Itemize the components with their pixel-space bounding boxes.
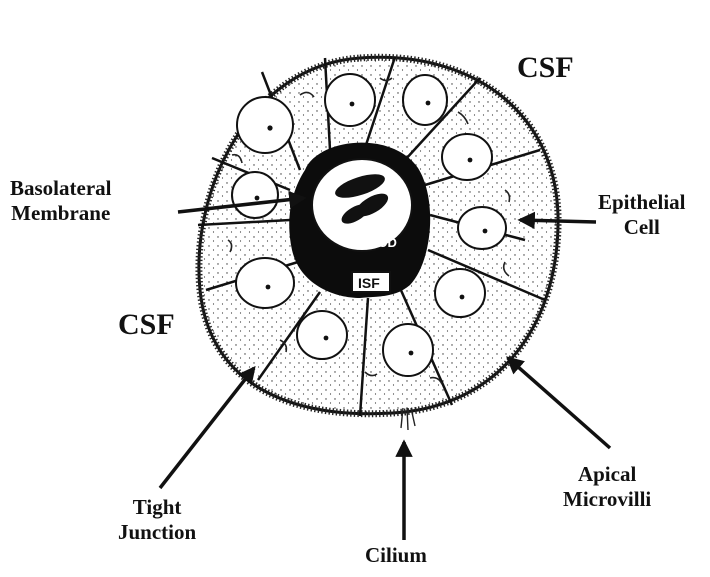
basolateral-membrane-label: Basolateral Membrane — [10, 176, 111, 226]
isf-label: ISF — [358, 275, 380, 291]
cilium-label: Cilium — [365, 543, 427, 568]
epithelial-cell-arrow — [520, 220, 596, 222]
basolateral-line-1: Basolateral — [10, 176, 111, 201]
csf-left-label: CSF — [118, 307, 175, 342]
epithelial-line-1: Epithelial — [598, 190, 686, 215]
blood-label: BLOOD — [350, 235, 397, 250]
epithelial-line-2: Cell — [598, 215, 686, 240]
epithelial-cell-label: Epithelial Cell — [598, 190, 686, 240]
tight-junction-line-2: Junction — [118, 520, 196, 545]
apical-line-1: Apical — [563, 462, 651, 487]
apical-line-2: Microvilli — [563, 487, 651, 512]
tight-junction-arrow — [160, 368, 254, 488]
basolateral-line-2: Membrane — [10, 201, 111, 226]
apical-microvilli-label: Apical Microvilli — [563, 462, 651, 512]
tight-junction-line-1: Tight — [118, 495, 196, 520]
apical-microvilli-arrow — [508, 358, 610, 448]
csf-top-label: CSF — [517, 50, 574, 85]
tight-junction-label: Tight Junction — [118, 495, 196, 545]
